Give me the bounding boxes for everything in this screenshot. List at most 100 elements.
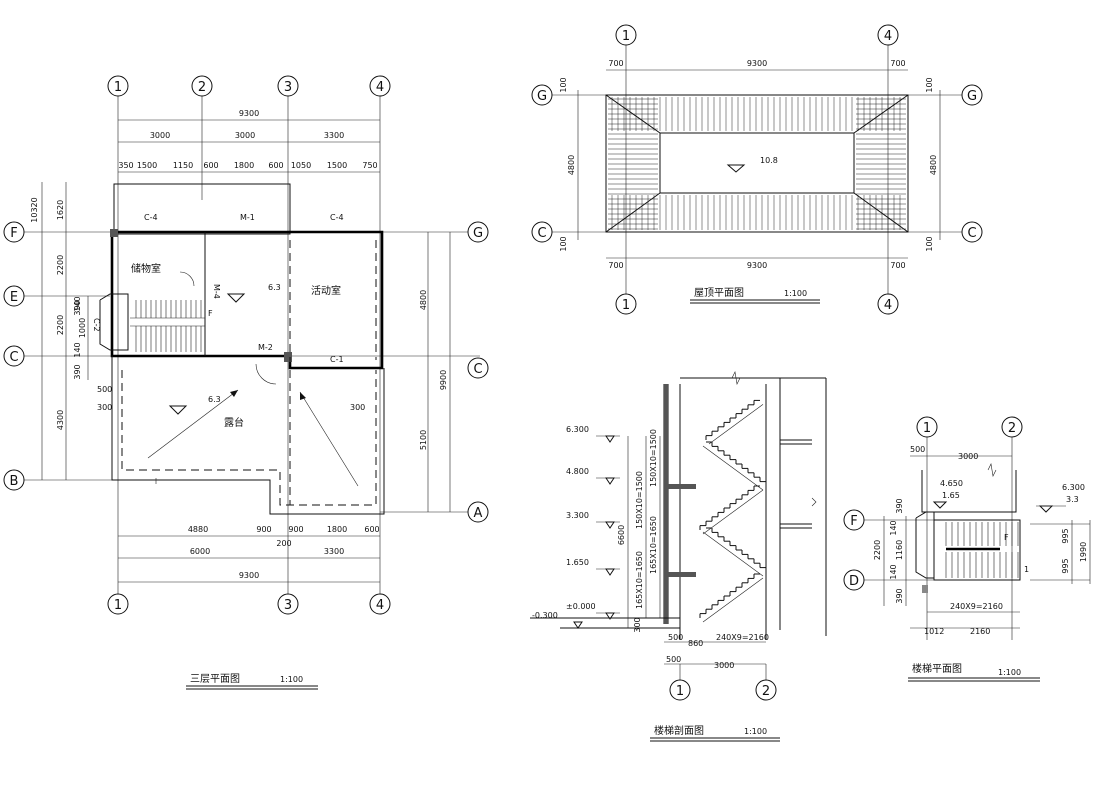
stair-section: 6.300 4.800 3.300 1.650 ±0.000 -0.300 15…: [530, 371, 827, 742]
section-dim-3000: 3000: [714, 661, 734, 670]
roof-dim-bot-9300: 9300: [747, 261, 767, 270]
plan3-dim-390b: 390: [73, 364, 82, 379]
plan3-dim-r3-7: 1500: [327, 161, 347, 170]
stair-level-165: 1.65: [942, 491, 960, 500]
section-axis-2: 2: [762, 684, 770, 699]
section-dim-300: 300: [633, 617, 642, 632]
stair-tag-f: F: [1004, 533, 1009, 542]
section-level-1650: 1.650: [566, 558, 589, 567]
section-axis-1: 1: [676, 684, 684, 699]
plan3-tag-c4b: C-4: [330, 213, 344, 222]
section-levels: 6.300 4.800 3.300 1.650 ±0.000 -0.300: [532, 425, 620, 629]
plan3-axis-top-3: 3: [284, 80, 292, 95]
section-dim-2160: 240X9=2160: [716, 633, 769, 642]
plan3-dim-300: 300: [97, 403, 112, 412]
plan3-dims-top: 9300 3000 3000 3300 350 1500 1150 600 18…: [118, 109, 380, 173]
plan3-axis-E: E: [10, 290, 18, 305]
roof-dim-side-4800b: 4800: [929, 155, 938, 175]
stair-title: 楼梯平面图: [912, 662, 962, 675]
stair-dim-right-995a: 995: [1061, 528, 1070, 543]
plan3-stair: [130, 300, 205, 352]
plan3-door-swing: [255, 363, 277, 385]
stair-dim-right-995b: 995: [1061, 558, 1070, 573]
stair-dim-bot-2160b: 2160: [970, 627, 990, 636]
section-vertical-dims: 150X10=1500 165X10=1650 150X10=1500 165X…: [617, 429, 661, 633]
plan3-scale: 1:100: [280, 675, 303, 684]
section-scale: 1:100: [744, 727, 767, 736]
section-dim-6600: 6600: [617, 525, 626, 545]
section-level-3300: 3.300: [566, 511, 589, 520]
section-dim-a: 150X10=1500: [649, 429, 658, 487]
section-level-6300: 6.300: [566, 425, 589, 434]
plan3-dim-2200b: 2200: [56, 315, 65, 335]
roof-dim-top-700a: 700: [608, 59, 623, 68]
section-title: 楼梯剖面图: [654, 724, 704, 737]
section-dim-d: 165X10=1650: [635, 551, 644, 609]
roof-dim-side-100a: 100: [559, 77, 568, 92]
plan3-dim-r3-8: 750: [362, 161, 377, 170]
roof-dim-side-100c: 100: [925, 77, 934, 92]
section-level-4800: 4.800: [566, 467, 589, 476]
plan3-tag-300: 300: [350, 403, 365, 412]
plan3-axis-bottom-3: 3: [284, 598, 292, 613]
plan3-dim-3000a: 3000: [150, 131, 170, 140]
plan3-slope-arrow-b: [299, 391, 359, 487]
stair-dim-left-1160: 1160: [895, 540, 904, 560]
plan3-dim-9900: 9900: [439, 370, 448, 390]
plan3-axis-G: G: [473, 226, 483, 241]
plan3-axis-top-2: 2: [198, 80, 206, 95]
plan3-axis-B: B: [10, 474, 19, 489]
plan3-dim-b-900b: 900: [288, 525, 303, 534]
plan3-dim-r3-6: 1050: [291, 161, 311, 170]
roof-scale: 1:100: [784, 289, 807, 298]
plan3-dim-1000: 1000: [78, 318, 87, 338]
plan3-dim-140b: 140: [73, 342, 82, 357]
plan3-dim-b-900a: 900: [256, 525, 271, 534]
section-stair-flights: [699, 399, 767, 623]
plan3-walls: [99, 183, 385, 515]
plan3-tag-m1: M-1: [240, 213, 255, 222]
plan3-dim-b-600: 600: [364, 525, 379, 534]
plan3-axis-C: C: [9, 350, 18, 365]
section-dim-500b: 500: [666, 655, 681, 664]
stair-axis-D: D: [849, 574, 859, 589]
roof-dim-bot-700b: 700: [890, 261, 905, 270]
section-dim-500a: 500: [668, 633, 683, 642]
plan3-dim-b-1800: 1800: [327, 525, 347, 534]
roof-dim-side-100d: 100: [925, 236, 934, 251]
stair-level-6300: 6.300: [1062, 483, 1085, 492]
plan3-dim-r3-5: 600: [268, 161, 283, 170]
plan3-tag-m2: M-2: [258, 343, 273, 352]
plan3-axis-bottom: 1 3 4: [107, 593, 391, 615]
roof-axis-top-1: 1: [622, 29, 630, 44]
plan3-tag-c1: C-1: [330, 355, 344, 364]
roof-plan: 1 4 700 9300 700 700 9300 700 G C G C 10…: [531, 24, 983, 315]
stair-dim-right-1990: 1990: [1079, 542, 1088, 562]
third-floor-plan: 1 2 3 4 9300 3000 3000 3300 350 1500 115…: [3, 75, 489, 690]
plan3-dim-b-3300: 3300: [324, 547, 344, 556]
roof-dim-top-9300: 9300: [747, 59, 767, 68]
section-level-0000: ±0.000: [566, 602, 596, 611]
roof-dim-top-700b: 700: [890, 59, 905, 68]
plan3-slope-arrow-a: [147, 389, 239, 459]
plan3-tag-m4: M-4: [212, 284, 221, 299]
stair-scale: 1:100: [998, 668, 1021, 677]
stair-dim-bot-2160a: 240X9=2160: [950, 602, 1003, 611]
roof-flat-area: [659, 132, 855, 194]
roof-dim-bot-700a: 700: [608, 261, 623, 270]
plan3-dim-b-6000: 6000: [190, 547, 210, 556]
roof-axis-bottom-1: 1: [622, 298, 630, 313]
stair-dim-left-390b: 390: [895, 588, 904, 603]
plan3-dims-bottom: 4880 900 900 1800 600 200 6000 3300 9300: [118, 525, 380, 583]
roof-slope-hatching: [608, 97, 906, 230]
section-dim-b: 165X10=1650: [649, 516, 658, 574]
plan3-dim-total-left: 10320: [30, 197, 39, 222]
plan3-dim-500: 500: [97, 385, 112, 394]
plan3-dim-140a: 140: [73, 296, 82, 311]
roof-outline: [605, 94, 909, 233]
plan3-title-block: 三层平面图 1:100: [186, 673, 318, 690]
plan3-dim-2200a: 2200: [56, 255, 65, 275]
plan3-dim-3300: 3300: [324, 131, 344, 140]
plan3-dim-r3-4: 1800: [234, 161, 254, 170]
